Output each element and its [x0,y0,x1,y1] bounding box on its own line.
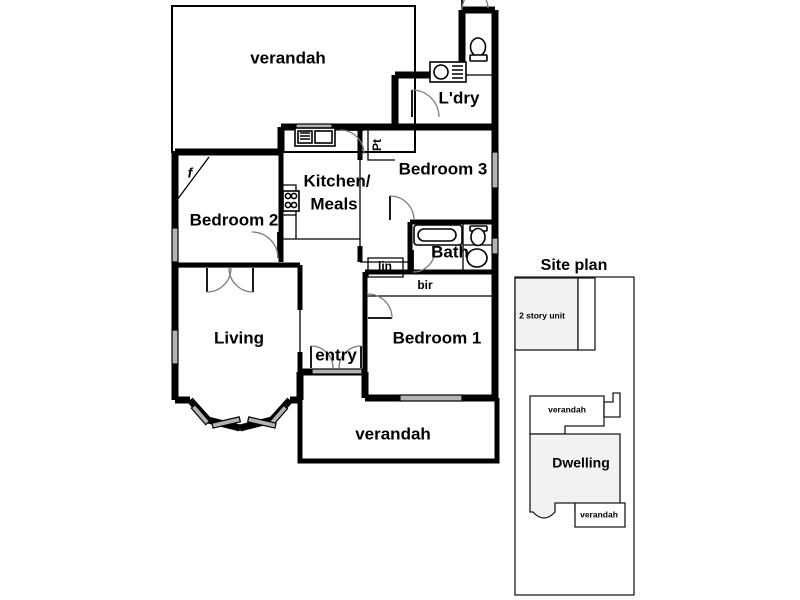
verandah-top-outline [171,5,416,153]
label-verandah-bottom: verandah [355,424,431,443]
label-fireplace: f [188,165,194,181]
basin-icon [466,248,488,268]
fixtures [176,37,488,268]
label-bedroom-3: Bedroom 3 [399,159,488,178]
fireplace-icon [176,156,210,201]
washing-machine-icon [429,61,467,83]
kitchen-bench [281,184,297,239]
site-verandah-south [574,502,626,528]
label-laundry: L'dry [439,88,480,107]
bathtub-icon [413,224,463,246]
label-verandah-top: verandah [250,48,326,67]
window-bedroom2 [171,227,179,263]
window-bedroom3 [491,151,499,189]
sink-icon [294,127,336,147]
label-linen: lin [378,259,392,273]
doors [206,0,489,369]
internal-walls [175,74,495,398]
site-unit-strip [577,277,596,351]
windows [171,71,499,431]
site-label-verandah-north: verandah [548,404,586,414]
verandah-bottom-outline [297,398,500,464]
label-kitchen-meals-line2: Meals [310,194,357,213]
site-boundary [514,276,635,596]
window-living [171,329,179,365]
label-bath: Bath [431,242,469,261]
label-pantry: Pt [370,139,384,151]
label-bedroom-1: Bedroom 1 [393,328,482,347]
window-bedroom1 [399,394,463,402]
label-built-in-robe: bir [417,278,433,292]
stove-icon [282,190,300,212]
label-living: Living [214,328,264,347]
entry-threshold [311,368,363,375]
label-bedroom-2: Bedroom 2 [190,210,279,229]
site-label-verandah-south: verandah [580,509,618,519]
site-plan-title: Site plan [541,257,608,274]
toilet-icon-bath [469,225,488,247]
site-label-dwelling: Dwelling [552,455,610,471]
toilet-icon-wc [469,37,488,62]
site-plan: Site plan 2 story unit verandah Dwelling… [514,257,635,596]
window-bath [491,237,499,255]
site-label-two-story-unit: 2 story unit [519,310,565,320]
fixture-labels: Pt lin bir f [188,139,433,292]
label-kitchen-meals-line1: Kitchen/ [303,171,370,190]
label-entry: entry [315,345,357,364]
site-verandah-notch [603,392,621,418]
site-verandah-north [529,395,605,435]
room-labels: verandah L'dry Bedroom 3 Kitchen/ Meals … [190,48,488,443]
